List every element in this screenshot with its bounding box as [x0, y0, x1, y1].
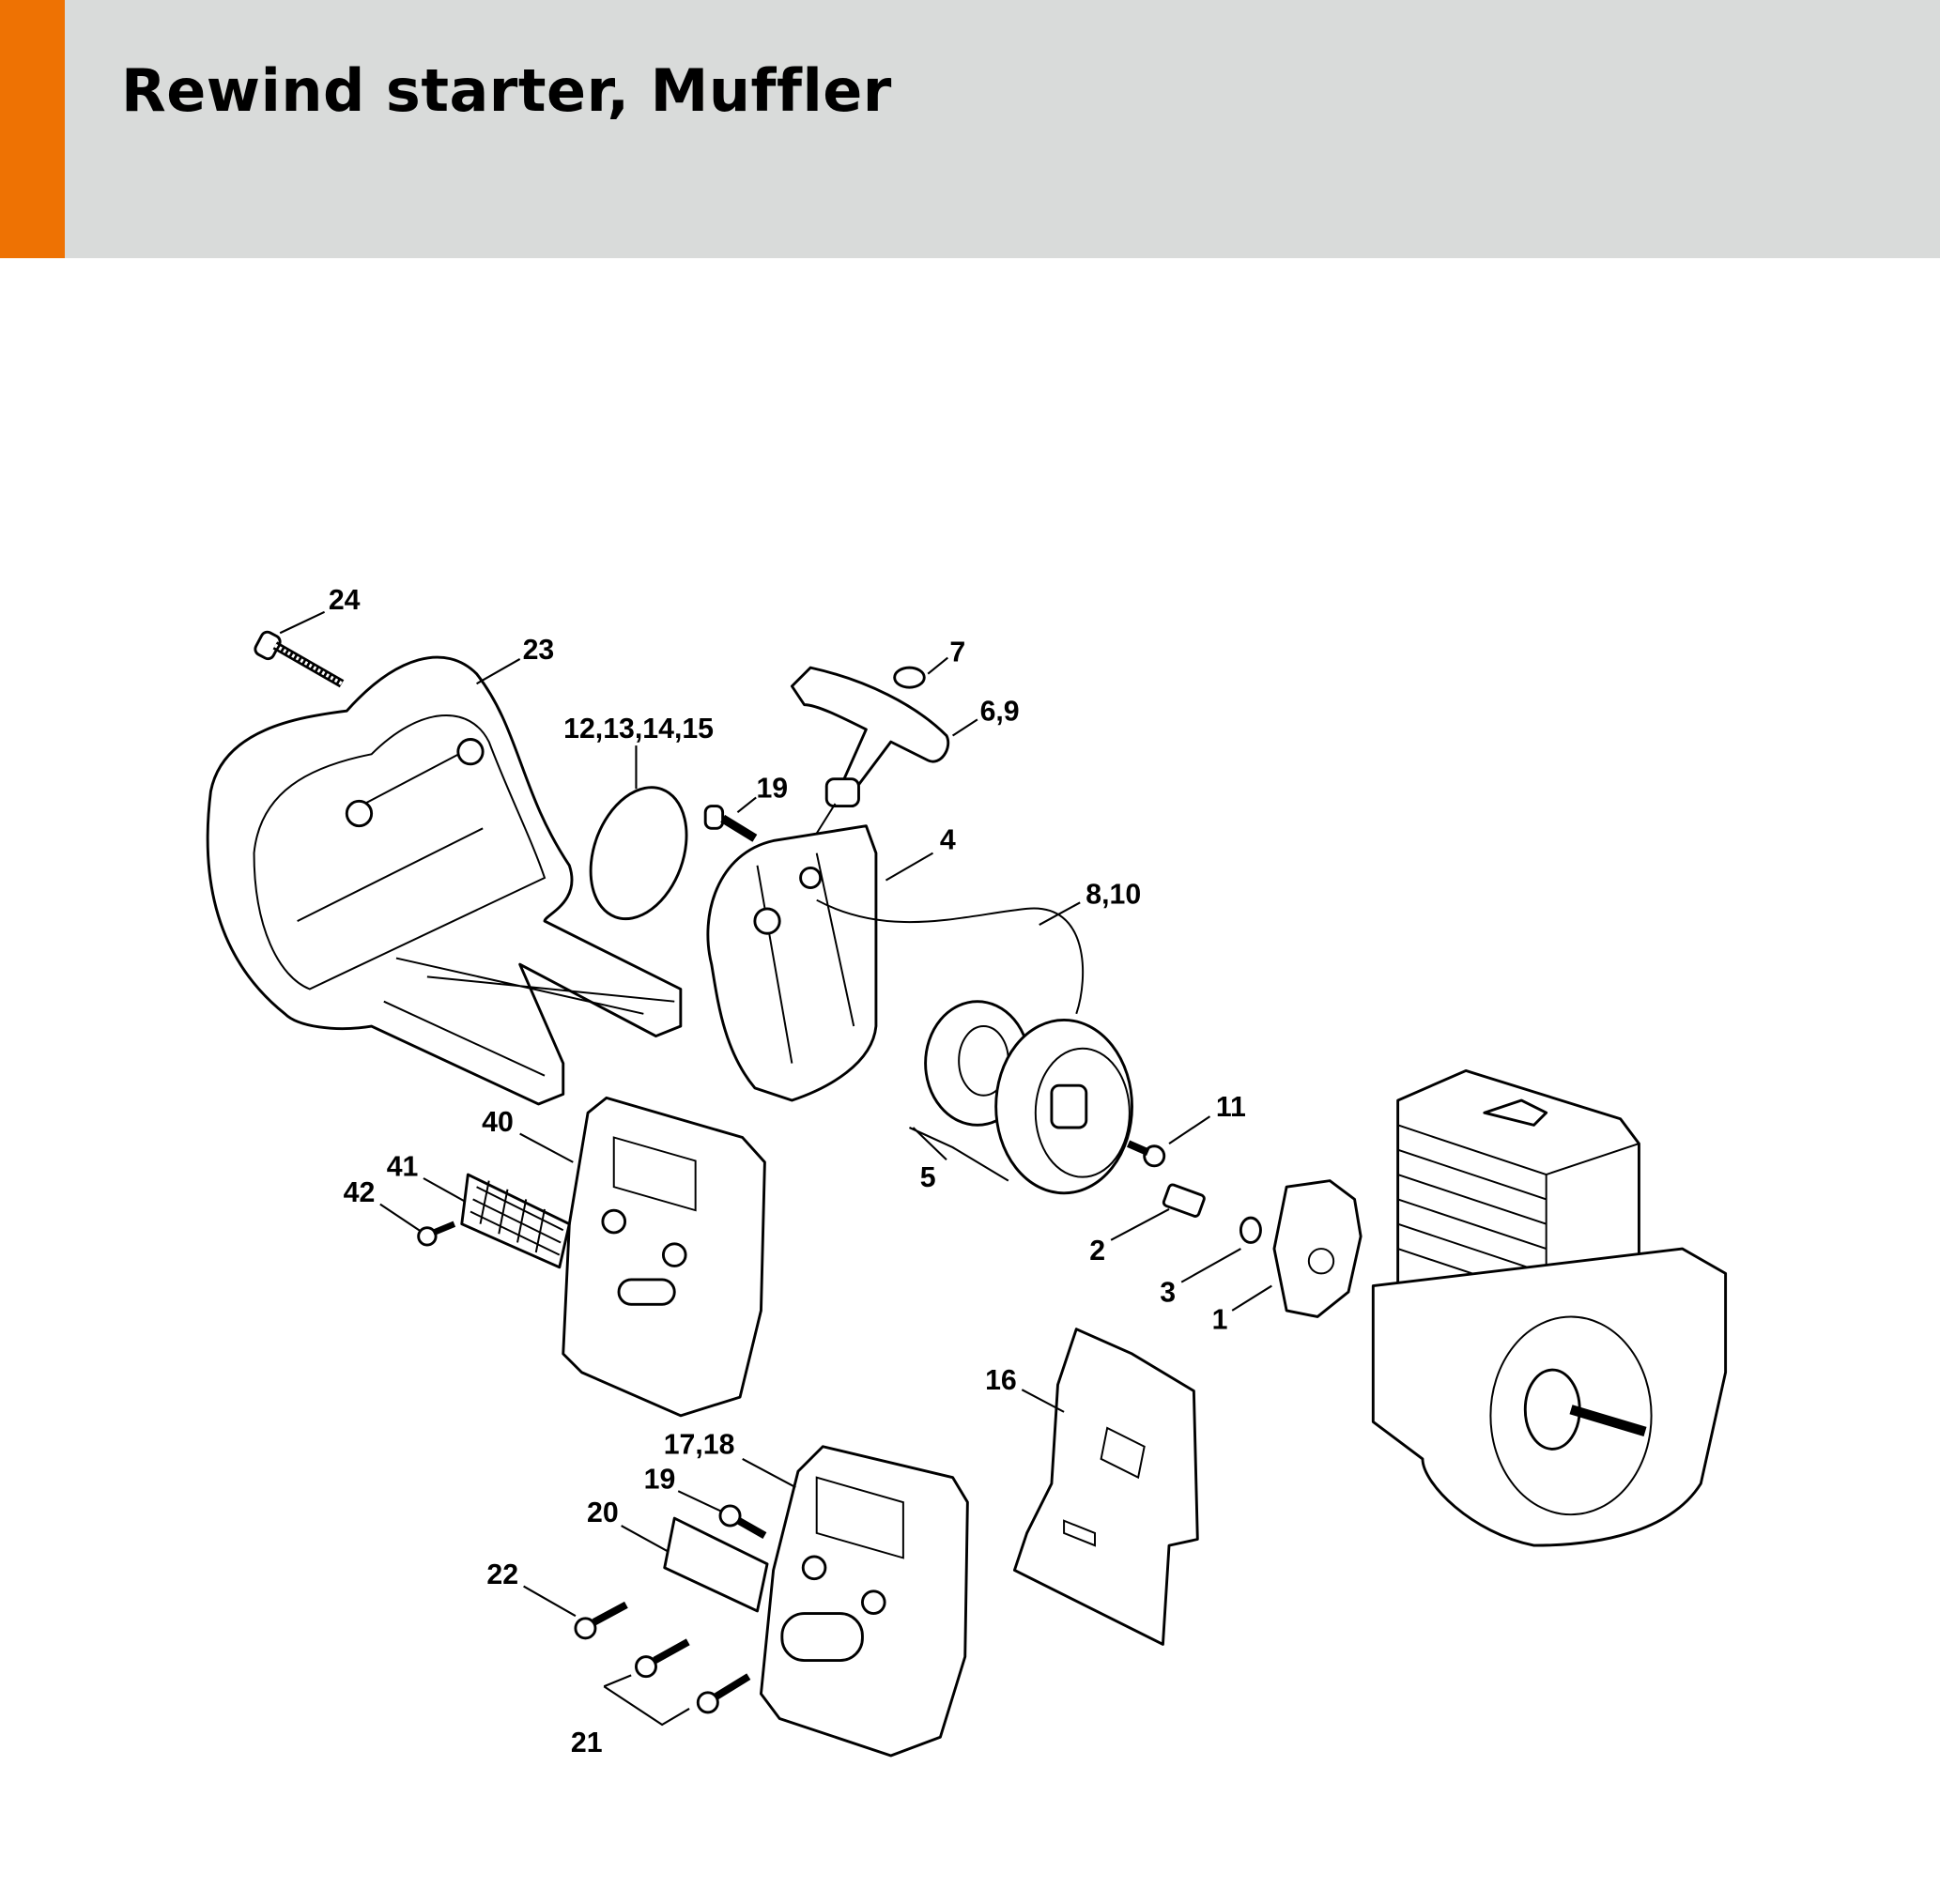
callout-42: 42	[344, 1177, 376, 1208]
part-24-screw	[254, 630, 345, 688]
part-7-insert	[893, 666, 926, 689]
callout-7: 7	[949, 637, 965, 668]
part-2-fitting	[1162, 1183, 1206, 1218]
part-16-heat-shield	[1012, 1328, 1199, 1646]
callout-2: 2	[1089, 1236, 1105, 1267]
callout-23: 23	[523, 635, 555, 666]
part-19-screw-lower	[718, 1504, 767, 1539]
accent-bar	[0, 0, 65, 258]
callout-40: 40	[482, 1107, 514, 1138]
callout-19-lower: 19	[644, 1465, 676, 1496]
callout-24: 24	[329, 585, 361, 616]
part-19-screw	[703, 805, 758, 842]
part-1-pawl-carrier	[1272, 1179, 1363, 1318]
callout-21: 21	[571, 1727, 603, 1758]
callout-20: 20	[587, 1497, 619, 1528]
part-6-9-handle	[790, 666, 950, 854]
callout-12-13-14-15: 12,13,14,15	[563, 714, 714, 745]
callout-22: 22	[486, 1559, 518, 1590]
callout-3: 3	[1160, 1278, 1176, 1309]
callout-4: 4	[940, 825, 956, 856]
part-40-muffler	[562, 1096, 766, 1418]
part-17-18-muffler	[759, 1445, 969, 1758]
callout-6-9: 6,9	[980, 697, 1020, 728]
callout-16: 16	[985, 1365, 1017, 1396]
callout-17-18: 17,18	[664, 1430, 735, 1461]
callout-19: 19	[756, 773, 788, 804]
part-12-15-ring	[589, 786, 688, 921]
page-header: Rewind starter, Muffler	[0, 0, 1940, 258]
part-23-housing	[206, 655, 683, 1106]
part-42-screw	[417, 1221, 456, 1247]
part-22-screw	[574, 1601, 628, 1640]
callout-1: 1	[1212, 1305, 1228, 1336]
engine-crankcase-cylinder	[1371, 1068, 1728, 1547]
callout-5: 5	[920, 1162, 936, 1193]
page-title: Rewind starter, Muffler	[121, 56, 892, 125]
callout-8-10: 8,10	[1085, 880, 1141, 911]
part-11-screw	[1126, 1140, 1166, 1168]
rope-rotor	[994, 1018, 1133, 1195]
callout-11: 11	[1216, 1092, 1246, 1123]
part-21-screws	[634, 1638, 751, 1714]
part-4-starter-housing	[706, 824, 1085, 1102]
leader-lines	[279, 610, 1272, 1727]
part-3-spring	[1239, 1216, 1262, 1244]
callout-41: 41	[387, 1151, 419, 1182]
